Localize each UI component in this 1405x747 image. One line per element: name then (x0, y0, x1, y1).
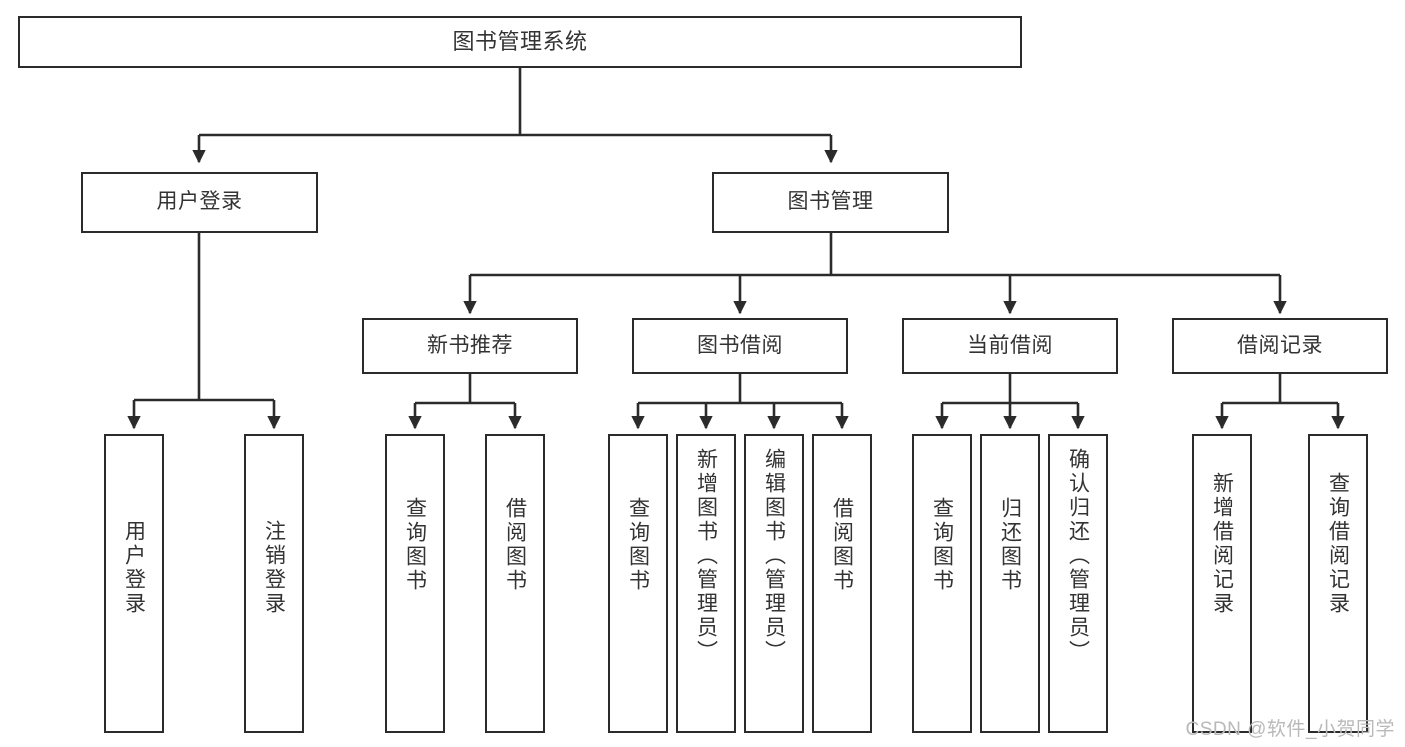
node-label: 编辑图书（管理员） (762, 448, 786, 664)
leaf-query-book-borrow[interactable]: 查询图书 (608, 434, 668, 733)
node-label: 图书管理 (787, 190, 874, 214)
leaf-edit-book-admin[interactable]: 编辑图书（管理员） (744, 434, 804, 733)
leaf-query-book-recommend[interactable]: 查询图书 (385, 434, 445, 733)
node-label: 新增图书（管理员） (694, 448, 718, 664)
node-label: 新书推荐 (427, 333, 513, 357)
node-user-login[interactable]: 用户登录 (81, 172, 318, 233)
node-label: 借阅图书 (503, 497, 527, 593)
node-label: 查询图书 (626, 497, 650, 593)
node-label: 确认归还（管理员） (1066, 448, 1090, 664)
node-label: 用户登录 (156, 190, 243, 214)
leaf-borrow-book-recommend[interactable]: 借阅图书 (485, 434, 545, 733)
node-label: 查询图书 (930, 497, 954, 593)
leaf-confirm-return-admin[interactable]: 确认归还（管理员） (1048, 434, 1108, 733)
node-label: 图书管理系统 (452, 29, 588, 55)
leaf-return-book[interactable]: 归还图书 (980, 434, 1040, 733)
node-borrow-records[interactable]: 借阅记录 (1172, 318, 1388, 374)
node-label: 当前借阅 (967, 333, 1053, 357)
node-label: 注销登录 (262, 520, 286, 616)
leaf-logout-login[interactable]: 注销登录 (244, 434, 304, 733)
leaf-add-book-admin[interactable]: 新增图书（管理员） (676, 434, 736, 733)
node-root-book-management-system[interactable]: 图书管理系统 (18, 16, 1022, 68)
leaf-query-borrow-record[interactable]: 查询借阅记录 (1308, 434, 1368, 733)
node-label: 借阅记录 (1237, 333, 1323, 357)
node-book-borrow[interactable]: 图书借阅 (632, 318, 848, 374)
leaf-borrow-book[interactable]: 借阅图书 (812, 434, 872, 733)
node-label: 用户登录 (122, 520, 146, 616)
leaf-user-login[interactable]: 用户登录 (104, 434, 164, 733)
node-book-management[interactable]: 图书管理 (712, 172, 949, 233)
node-label: 新增借阅记录 (1210, 472, 1234, 616)
node-current-borrow[interactable]: 当前借阅 (902, 318, 1118, 374)
leaf-add-borrow-record[interactable]: 新增借阅记录 (1192, 434, 1252, 733)
node-label: 查询图书 (403, 497, 427, 593)
node-label: 查询借阅记录 (1326, 472, 1350, 616)
leaf-query-book-current[interactable]: 查询图书 (912, 434, 972, 733)
node-label: 归还图书 (998, 497, 1022, 593)
node-label: 借阅图书 (830, 497, 854, 593)
node-new-book-recommend[interactable]: 新书推荐 (362, 318, 578, 374)
node-label: 图书借阅 (697, 333, 783, 357)
